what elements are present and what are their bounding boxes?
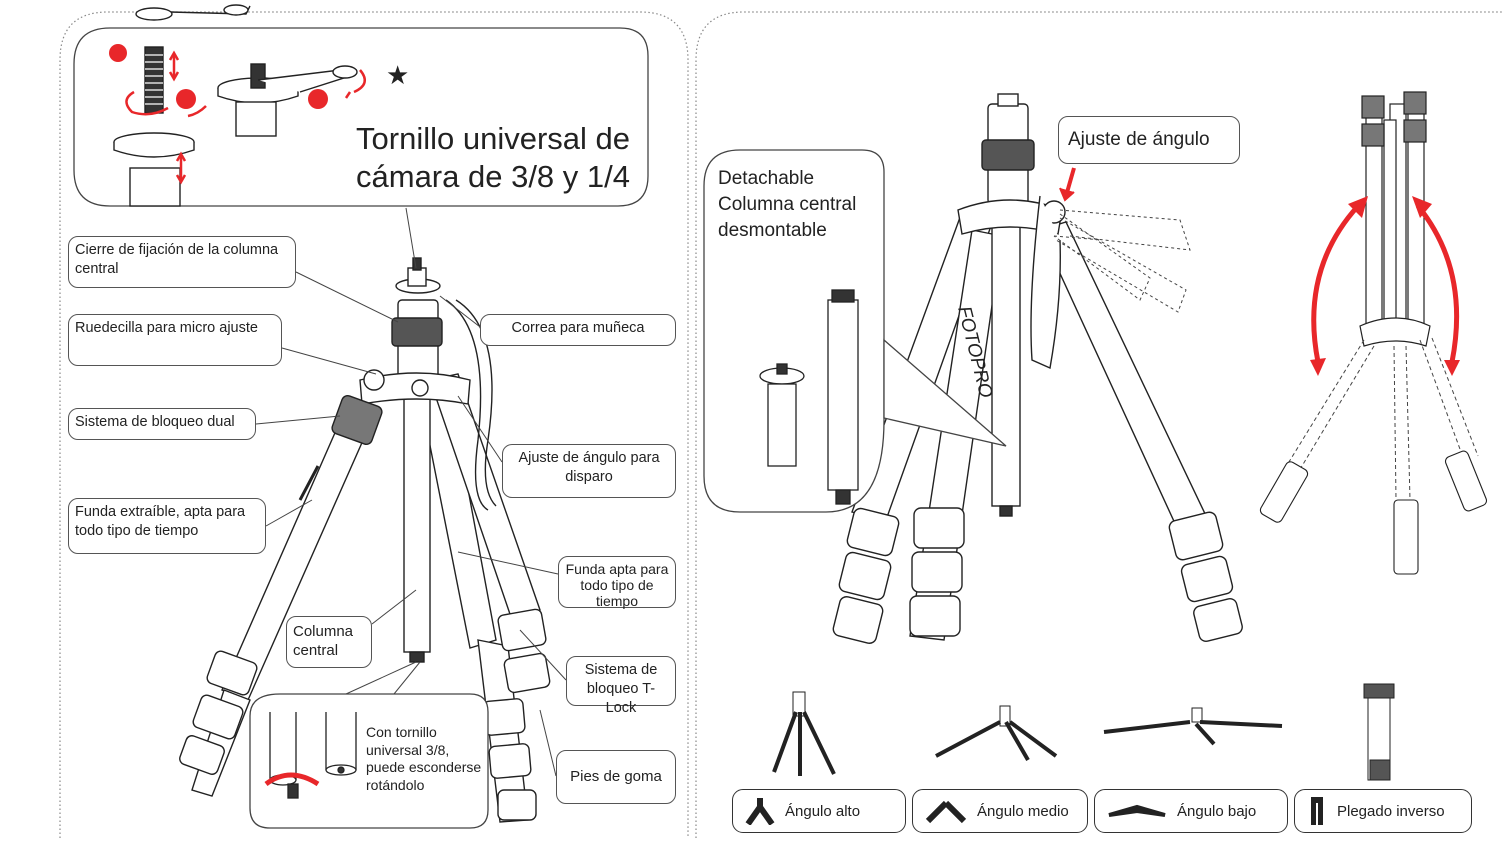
screw-parts (113, 4, 358, 207)
mode-thumb-low (1103, 707, 1283, 746)
red-markers (109, 44, 328, 109)
folded-tripod (1359, 91, 1431, 347)
mode-low-label: Ángulo bajo (1177, 802, 1257, 820)
angle-positions (1053, 209, 1191, 313)
label-weather-cover: Funda apta para todo tipo de tiempo (558, 556, 676, 609)
label-dual-lock: Sistema de bloqueo dual (68, 408, 256, 440)
mode-low-angle: Ángulo bajo (1094, 789, 1288, 833)
label-angle-adjust: Ajuste de ángulo (1058, 116, 1240, 164)
mode-thumb-medium (935, 705, 1058, 762)
hidden-screw-parts (269, 712, 357, 799)
star-icon: ★ (386, 61, 409, 91)
mode-medium-label: Ángulo medio (977, 802, 1069, 820)
mode-thumb-inverse (1363, 683, 1395, 781)
label-center-column: Columna central (286, 616, 372, 668)
mode-inverse-fold: Plegado inverso (1294, 789, 1472, 833)
red-arrows (125, 50, 367, 185)
mode-inverse-label: Plegado inverso (1337, 802, 1445, 820)
high-angle-icon (745, 798, 775, 825)
label-wrist-strap: Correa para muñeca (480, 314, 676, 346)
medium-angle-icon (925, 800, 967, 824)
detachable-column (759, 289, 859, 505)
mode-high-label: Ángulo alto (785, 802, 861, 820)
label-micro-adjust: Ruedecilla para micro ajuste (68, 314, 282, 366)
mode-high-angle: Ángulo alto (732, 789, 906, 833)
label-angle-adjust-shoot: Ajuste de ángulo para disparo (502, 444, 676, 498)
screw-title: Tornillo universal de cámara de 3/8 y 1/… (356, 121, 630, 194)
leader-lines-left (255, 207, 567, 777)
label-tlock: Sistema de bloqueo T-Lock (566, 656, 676, 716)
hidden-screw-bubble (249, 693, 489, 829)
label-removable-cover: Funda extraíble, apta para todo tipo de … (68, 498, 266, 554)
screw-callout-bubble (73, 27, 649, 207)
inverse-fold-icon (1311, 797, 1323, 825)
fold-arrows (1311, 204, 1460, 363)
left-panel-frame (59, 11, 689, 838)
label-hidden-screw: Con tornillo universal 3/8, puede escond… (366, 724, 482, 793)
left-tripod (179, 257, 551, 823)
folded-feet (1259, 450, 1488, 575)
folded-legs-dashed (1283, 337, 1479, 501)
mode-medium-angle: Ángulo medio (912, 789, 1088, 833)
low-angle-icon (1108, 804, 1166, 817)
label-detachable: Detachable Columna central desmontable (718, 168, 857, 241)
label-rubber-feet: Pies de goma (556, 750, 676, 804)
right-panel-frame (695, 11, 1503, 838)
fold-arrowheads (1310, 196, 1460, 376)
label-center-lock: Cierre de fijación de la columna central (68, 236, 296, 288)
mode-thumb-high (772, 691, 836, 776)
